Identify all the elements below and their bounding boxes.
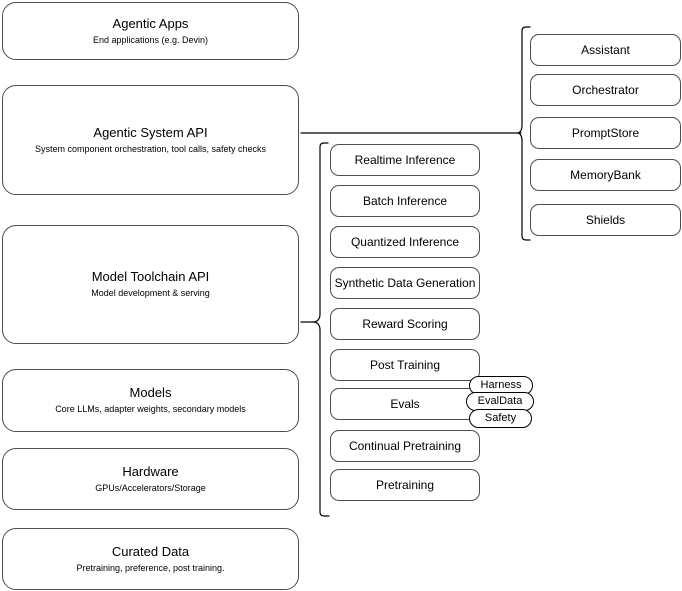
system-component-label: Shields	[585, 212, 626, 227]
evals-subcomponent-safety[interactable]: Safety	[469, 409, 532, 428]
layer-title: Model Toolchain API	[91, 269, 210, 284]
capability-label: Realtime Inference	[354, 152, 456, 167]
capability-label: Synthetic Data Generation	[334, 275, 476, 290]
system-component-promptstore[interactable]: PromptStore	[530, 117, 681, 149]
layer-models[interactable]: Models Core LLMs, adapter weights, secon…	[2, 369, 299, 432]
capability-post-training[interactable]: Post Training	[330, 349, 480, 381]
capability-evals[interactable]: Evals	[330, 388, 480, 420]
layer-subtitle: Model development & serving	[91, 288, 210, 298]
system-component-assistant[interactable]: Assistant	[530, 34, 681, 66]
layer-subtitle: Core LLMs, adapter weights, secondary mo…	[55, 404, 246, 414]
layer-curated-data[interactable]: Curated Data Pretraining, preference, po…	[2, 528, 299, 590]
capability-label: Reward Scoring	[362, 316, 448, 331]
system-component-label: Orchestrator	[572, 82, 639, 97]
capability-label: Continual Pretraining	[348, 438, 462, 453]
system-component-memorybank[interactable]: MemoryBank	[530, 159, 681, 191]
capability-label: Batch Inference	[362, 193, 448, 208]
brace-toolchain-capabilities	[313, 142, 330, 517]
brace-system-components	[517, 26, 531, 241]
system-component-label: PromptStore	[571, 125, 640, 140]
layer-title: Agentic System API	[93, 124, 208, 140]
capability-continual-pretraining[interactable]: Continual Pretraining	[330, 430, 480, 462]
layer-title: Agentic Apps	[112, 15, 189, 31]
evals-subcomponent-label: Harness	[480, 379, 522, 391]
capability-label: Post Training	[369, 357, 441, 372]
capability-pretraining[interactable]: Pretraining	[330, 469, 480, 501]
capability-quantized-inference[interactable]: Quantized Inference	[330, 226, 480, 258]
layer-agentic-apps[interactable]: Agentic Apps End applications (e.g. Devi…	[2, 2, 299, 60]
layer-hardware[interactable]: Hardware GPUs/Accelerators/Storage	[2, 448, 299, 510]
system-component-shields[interactable]: Shields	[530, 204, 681, 236]
capability-label: Evals	[390, 396, 420, 411]
layer-subtitle: System component orchestration, tool cal…	[34, 143, 267, 154]
evals-subcomponent-label: Safety	[484, 412, 517, 424]
layer-title: Hardware	[122, 463, 179, 479]
system-component-label: Assistant	[581, 42, 630, 57]
layer-title: Models	[129, 385, 172, 400]
system-component-label: MemoryBank	[570, 167, 641, 182]
layer-agentic-system-api[interactable]: Agentic System API System component orch…	[2, 85, 299, 195]
system-component-orchestrator[interactable]: Orchestrator	[530, 74, 681, 106]
capability-label: Quantized Inference	[350, 234, 460, 249]
evals-subcomponent-label: EvalData	[477, 395, 523, 407]
capability-batch-inference[interactable]: Batch Inference	[330, 185, 480, 217]
layer-subtitle: End applications (e.g. Devin)	[92, 34, 209, 45]
capability-realtime-inference[interactable]: Realtime Inference	[330, 144, 480, 176]
layer-model-toolchain-api[interactable]: Model Toolchain API Model development & …	[2, 225, 299, 344]
layer-title: Curated Data	[111, 543, 190, 559]
capability-synthetic-data-generation[interactable]: Synthetic Data Generation	[330, 267, 480, 299]
layer-subtitle: GPUs/Accelerators/Storage	[95, 482, 206, 493]
capability-label: Pretraining	[375, 477, 435, 492]
layer-subtitle: Pretraining, preference, post training.	[76, 562, 225, 573]
capability-reward-scoring[interactable]: Reward Scoring	[330, 308, 480, 340]
